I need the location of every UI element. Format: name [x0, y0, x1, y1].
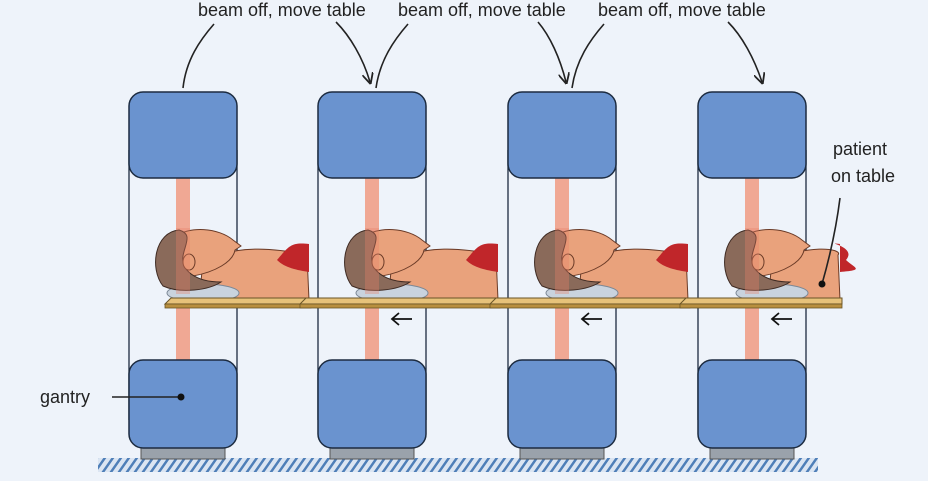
patient-dot-icon: [818, 280, 826, 288]
patient-shirt-4: [834, 243, 856, 272]
patient-ear-1: [182, 253, 196, 271]
gantry-top-3: [507, 91, 617, 179]
table-top-2: [298, 297, 501, 305]
station-2: [298, 91, 501, 460]
gantry-bottom-3: [507, 359, 617, 449]
gantry-bottom-2: [317, 359, 427, 449]
beam-through-patient-4: [745, 228, 759, 294]
floor: [98, 458, 818, 472]
patient-shirt-1: [277, 243, 309, 272]
curve-out-2: [375, 23, 409, 89]
patient-ear-3: [561, 253, 575, 271]
patient-ear-4: [751, 253, 765, 271]
label-beam-off-2: beam off, move table: [398, 0, 566, 20]
patient-ear-2: [371, 253, 385, 271]
beam-through-patient-3: [555, 228, 569, 294]
gantry-top-1: [128, 91, 238, 179]
curve-in-1: [335, 21, 370, 82]
label-patient-line2: on table: [831, 166, 895, 186]
curve-out-3: [571, 23, 605, 89]
patient-hair-4: [724, 229, 792, 291]
table-top-3: [488, 297, 691, 305]
beam-through-patient-2: [365, 228, 379, 294]
curve-in-3: [727, 21, 762, 82]
gantry-base-1: [140, 447, 226, 460]
label-beam-off-1: beam off, move table: [198, 0, 366, 20]
station-3: [488, 91, 691, 460]
annotation-curves: [112, 21, 841, 398]
table-edge-4: [679, 303, 843, 309]
station-4: [678, 91, 856, 460]
table-edge-2: [299, 303, 501, 309]
arrow-left-head-4: [770, 312, 780, 326]
gantry-base-2: [329, 447, 415, 460]
beam-through-patient-1: [176, 228, 190, 294]
gantry-bottom-1: [128, 359, 238, 449]
patient-shirt-3: [656, 243, 688, 272]
gantry-base-3: [519, 447, 605, 460]
table-top-1: [163, 297, 312, 305]
arrow-left-head-2: [390, 312, 400, 326]
gantry-top-2: [317, 91, 427, 179]
patient-hair-2: [344, 229, 412, 291]
stations: [128, 91, 856, 460]
table-edge-3: [489, 303, 691, 309]
curve-out-1: [182, 23, 215, 89]
patient-hair-3: [534, 229, 602, 291]
gantry-base-4: [709, 447, 795, 460]
station-1: [128, 91, 312, 460]
label-beam-off-3: beam off, move table: [598, 0, 766, 20]
gantry-bottom-4: [697, 359, 807, 449]
gantry-dot-icon: [177, 393, 185, 401]
label-patient-line1: patient: [833, 139, 887, 159]
label-gantry: gantry: [40, 387, 90, 407]
table-top-4: [678, 297, 843, 305]
table-edge-1: [164, 303, 312, 309]
arrow-left-head-3: [580, 312, 590, 326]
curve-in-2: [537, 21, 566, 82]
patient-shirt-2: [466, 243, 498, 272]
gantry-top-4: [697, 91, 807, 179]
patient-leader: [821, 197, 841, 285]
patient-hair-1: [155, 229, 223, 291]
